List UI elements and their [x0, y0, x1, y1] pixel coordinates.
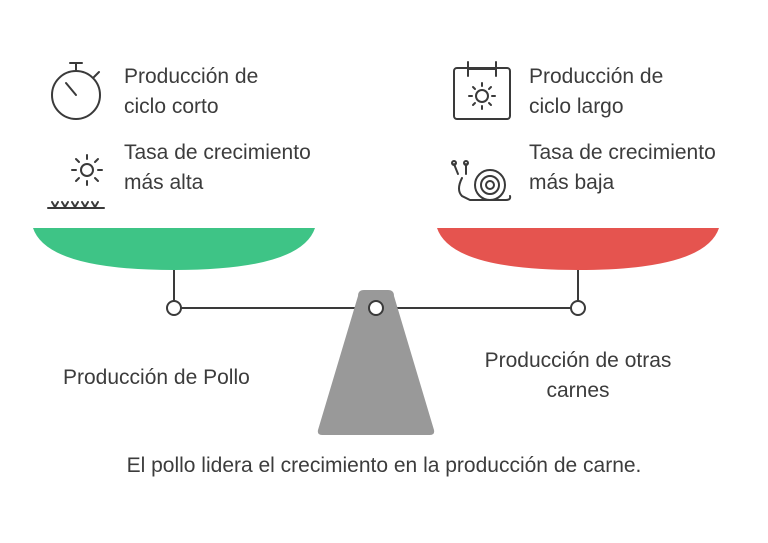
left-pan	[33, 228, 315, 270]
calendar-sun-icon	[453, 61, 511, 120]
left-item-1-text: Producción de ciclo corto	[124, 65, 259, 118]
left-item-2-text: Tasa de crecimiento más alta	[124, 141, 311, 194]
right-item-1-text: Producción de ciclo largo	[529, 65, 664, 118]
diagram-caption: El pollo lidera el crecimiento en la pro…	[126, 454, 642, 477]
right-joint	[570, 300, 586, 316]
stopwatch-icon	[51, 62, 101, 120]
right-item-2-text: Tasa de crecimiento más baja	[529, 141, 716, 194]
stand	[317, 290, 435, 435]
left-label: Producción de Pollo	[63, 366, 250, 389]
snail-icon	[451, 160, 512, 201]
right-label: Producción de otras carnes	[484, 349, 672, 402]
right-pan	[437, 228, 719, 270]
sun-grass-icon	[47, 154, 105, 209]
left-joint	[166, 300, 182, 316]
pivot-joint	[368, 300, 384, 316]
